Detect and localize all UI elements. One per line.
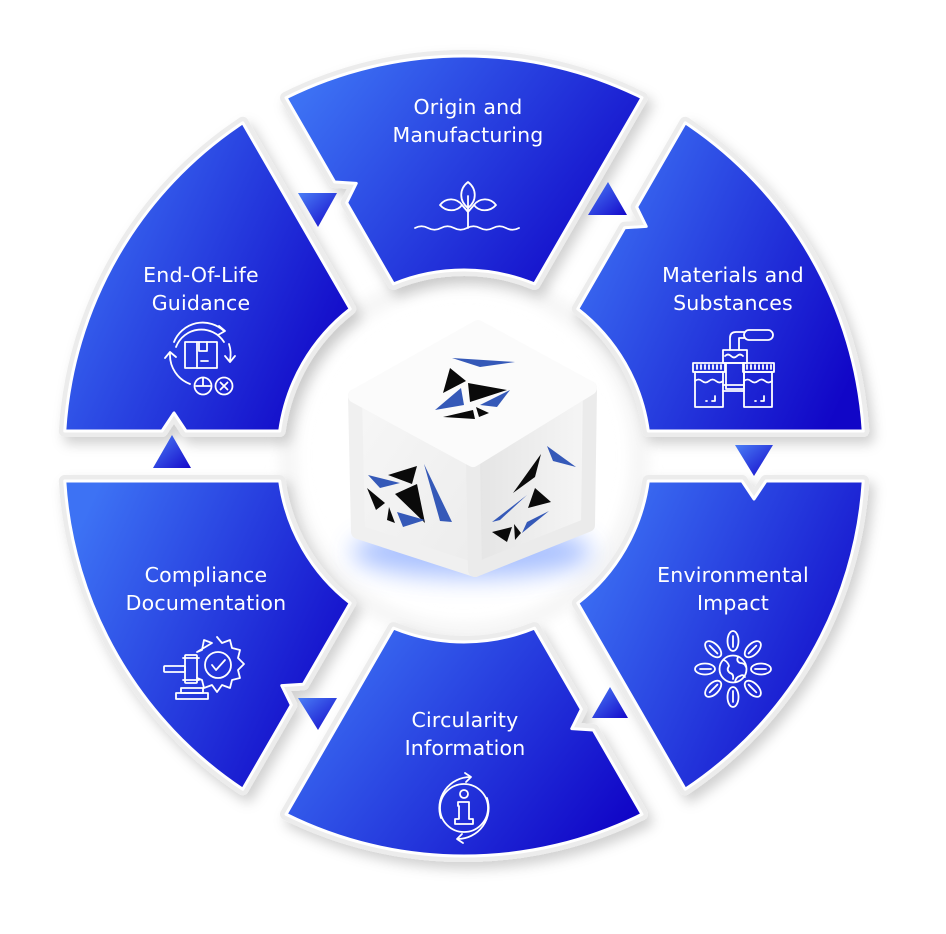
segment-fill: [63, 479, 352, 791]
recycle-box-icon: [164, 321, 236, 396]
segment-compliance-documentation: Compliance Documentation: [58, 475, 357, 796]
segment-title-line1: Materials and: [662, 263, 804, 287]
logo-mark-left: [367, 464, 452, 527]
flow-arrows: [153, 182, 773, 730]
arrow-down-icon: [735, 445, 773, 476]
segment-circularity-information: Circularity Information: [280, 622, 648, 862]
logo-mark-top: [435, 358, 515, 419]
segment-title-line1: Origin and: [413, 95, 522, 119]
segment-title-line2: Substances: [673, 291, 793, 315]
plant-icon: [414, 181, 520, 231]
arrow-up-icon: [153, 435, 191, 468]
segment-title-line1: Compliance: [145, 563, 268, 587]
segment-origin-and-manufacturing: Origin and Manufacturing: [280, 50, 648, 290]
beakers-pipette-icon: [692, 329, 775, 408]
segment-fill: [284, 54, 644, 286]
segment-title-line2: Impact: [697, 591, 769, 615]
segment-end-of-life-guidance: End-Of-Life Guidance: [58, 116, 357, 437]
arrow-up-icon: [588, 182, 627, 215]
segment-title-line1: Circularity: [411, 708, 518, 732]
logo-cube-icon: [348, 320, 597, 578]
segment-title-line1: Environmental: [657, 563, 809, 587]
segment-fill: [63, 121, 352, 433]
segment-fill: [284, 626, 644, 858]
segment-title-line1: End-Of-Life: [143, 263, 259, 287]
globe-leaves-icon: [694, 630, 772, 708]
segment-environmental-impact: Environmental Impact: [571, 475, 870, 796]
segment-title-line2: Manufacturing: [392, 123, 543, 147]
segment-title-line2: Information: [405, 736, 526, 760]
segment-title-line2: Documentation: [126, 591, 287, 615]
segment-fill: [576, 479, 865, 791]
segment-materials-and-substances: Materials and Substances: [571, 116, 870, 437]
logo-mark-right: [492, 446, 576, 542]
info-cycle-icon: [438, 772, 490, 844]
arrow-down-icon: [298, 698, 337, 730]
segment-title-line2: Guidance: [152, 291, 251, 315]
arrow-down-icon: [298, 193, 337, 227]
arrow-up-icon: [592, 687, 628, 718]
inner-ring-shade: [283, 275, 645, 637]
gavel-badge-icon: [163, 636, 245, 700]
segment-fill: [576, 121, 865, 433]
